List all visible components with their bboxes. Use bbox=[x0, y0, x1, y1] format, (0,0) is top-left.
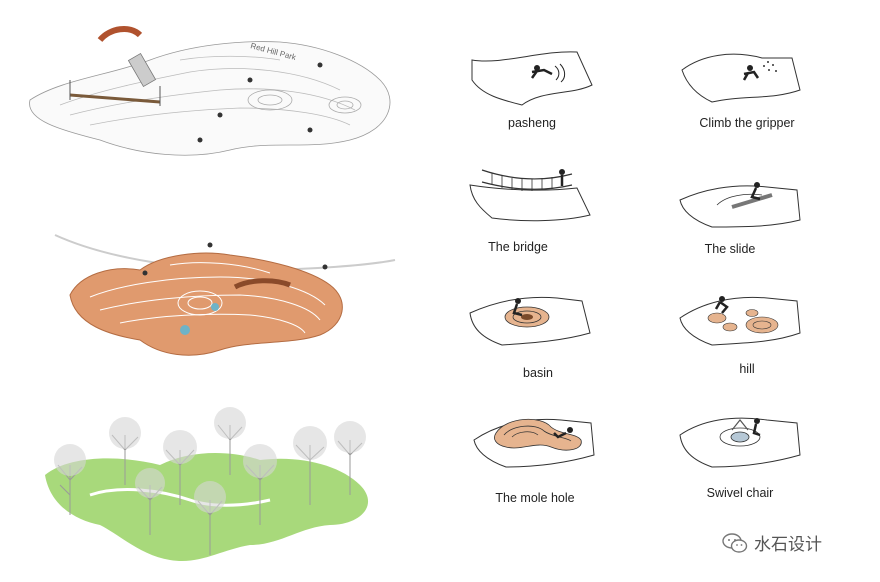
activity-hill-icon bbox=[679, 296, 801, 346]
activity-label-climb-gripper: Climb the gripper bbox=[699, 116, 795, 130]
terrain-layer-diagram bbox=[54, 234, 396, 356]
watermark-text: 水石设计 bbox=[754, 535, 822, 555]
activity-climb-gripper-icon bbox=[681, 53, 801, 103]
activity-label-pasheng: pasheng bbox=[508, 116, 556, 130]
activity-mole-hole-icon bbox=[473, 418, 595, 468]
activity-label-bridge: The bridge bbox=[488, 240, 548, 254]
watermark: 水石设计 bbox=[722, 530, 822, 555]
wechat-icon bbox=[722, 532, 748, 554]
activity-label-basin: basin bbox=[523, 366, 553, 380]
landscape-layer-diagram bbox=[45, 407, 369, 562]
activity-bridge-icon bbox=[469, 169, 591, 222]
activity-swivel-chair-icon bbox=[679, 417, 801, 468]
topo-layer-diagram: Red Hill Park bbox=[29, 26, 391, 156]
activity-basin-icon bbox=[469, 296, 591, 346]
activity-pasheng-icon bbox=[471, 51, 593, 106]
activity-label-slide: The slide bbox=[704, 242, 756, 256]
activity-label-hill: hill bbox=[739, 362, 755, 376]
activity-label-mole-hole: The mole hole bbox=[495, 491, 575, 505]
activity-label-swivel-chair: Swivel chair bbox=[706, 486, 774, 500]
activity-slide-icon bbox=[679, 182, 801, 228]
